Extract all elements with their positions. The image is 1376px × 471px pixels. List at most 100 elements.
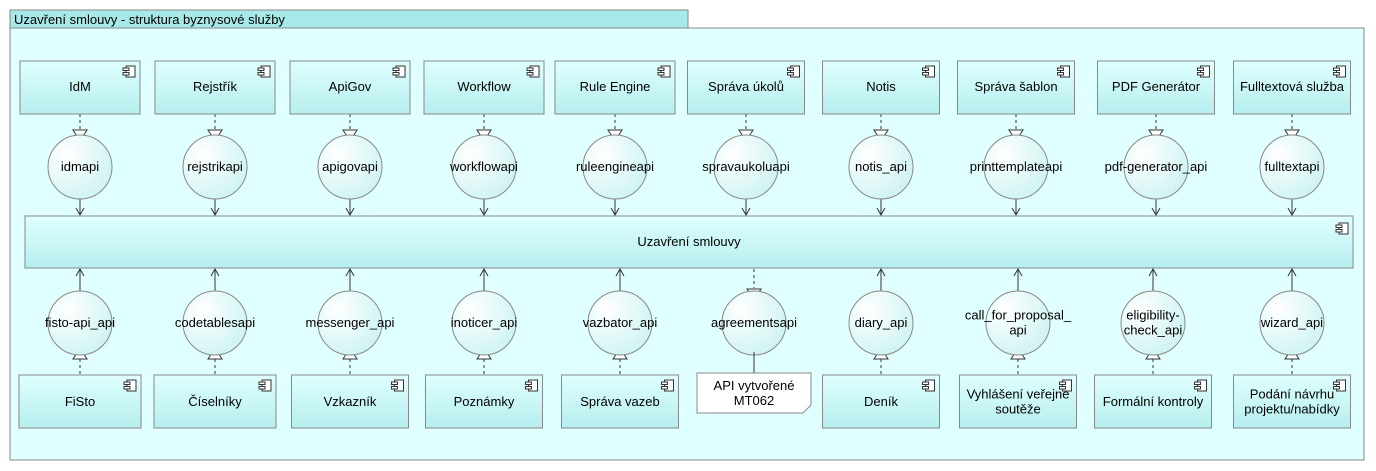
interface-circle[interactable]: rejstrikapi (182, 134, 248, 200)
component-label: Notis (866, 79, 896, 94)
interface-shape (713, 134, 779, 200)
component-rect (1233, 60, 1351, 115)
component-icon (1333, 379, 1346, 392)
interface-label: notis_api (855, 159, 907, 174)
component-label: ApiGov (329, 79, 372, 94)
component-icon (123, 379, 137, 392)
component-label: IdM (69, 79, 91, 94)
interface-circle[interactable]: fulltextapi (1259, 134, 1325, 200)
interface-circle[interactable]: ruleengineapi (576, 134, 654, 200)
component-box[interactable]: Správa vazeb (561, 374, 679, 429)
interface-circle[interactable]: fisto-api_api (45, 290, 115, 356)
dependency-arrowhead (210, 207, 220, 217)
dependency-arrowhead (1151, 207, 1161, 217)
central-label: Uzavření smlouvy (637, 234, 741, 249)
component-rect (554, 60, 676, 115)
component-icon (258, 379, 272, 392)
component-label: Číselníky (188, 394, 242, 409)
component-box[interactable]: Fulltextová služba (1233, 60, 1351, 115)
interface-circle[interactable]: wizard_api (1259, 290, 1325, 356)
component-label: PDF Generátor (1112, 79, 1201, 94)
interface-shape (182, 290, 248, 356)
component-icon (257, 65, 271, 78)
interface-circle[interactable]: messenger_api (306, 290, 395, 356)
dependency-arrowhead (1287, 267, 1297, 277)
interface-label: messenger_api (306, 315, 395, 330)
interface-circle[interactable]: diary_api (848, 290, 914, 356)
component-box[interactable]: Rule Engine (554, 60, 676, 115)
interface-label: printtemplateapi (970, 159, 1063, 174)
component-box[interactable]: Správa úkolů (687, 60, 805, 115)
component-rect (1097, 60, 1215, 115)
interface-circle[interactable]: notis_api (848, 134, 914, 200)
central-component[interactable]: Uzavření smlouvy (24, 215, 1354, 269)
component-label: Formální kontroly (1103, 394, 1204, 409)
component-label: Vzkazník (324, 394, 377, 409)
component-label: FiSto (65, 394, 95, 409)
interface-label: ruleengineapi (576, 159, 654, 174)
component-box[interactable]: Číselníky (153, 374, 277, 429)
dependency-arrowhead (610, 207, 620, 217)
dependency-arrowhead (345, 267, 355, 277)
interface-circle[interactable]: agreementsapi (711, 290, 797, 356)
interface-circle[interactable]: call_for_proposal_api (965, 290, 1072, 356)
interface-label: fulltextapi (1265, 159, 1320, 174)
component-box[interactable]: IdM (19, 60, 141, 115)
component-icon (392, 65, 406, 78)
component-box[interactable]: Rejstřík (154, 60, 276, 115)
interface-circle[interactable]: codetablesapi (175, 290, 255, 356)
component-label: Správa vazeb (580, 394, 660, 409)
frame-tab (9, 9, 689, 29)
interface-circle[interactable]: idmapi (47, 134, 113, 200)
component-icon (922, 65, 935, 78)
component-box[interactable]: Deník (822, 374, 940, 429)
component-box[interactable]: PDF Generátor (1097, 60, 1215, 115)
component-icon (661, 379, 674, 392)
interface-circle[interactable]: apigovapi (317, 134, 383, 200)
interface-label: rejstrikapi (187, 159, 243, 174)
interface-shape (47, 134, 113, 200)
component-label: Deník (864, 394, 898, 409)
component-rect (1094, 374, 1212, 429)
interface-label: wizard_api (1260, 315, 1323, 330)
interface-circle[interactable]: workflowapi (449, 134, 518, 200)
interface-shape (587, 290, 653, 356)
dependency-arrowhead (1011, 207, 1021, 217)
interface-label: fisto-api_api (45, 315, 115, 330)
interface-label: vazbator_api (583, 315, 658, 330)
component-box[interactable]: Workflow (423, 60, 545, 115)
interface-circle[interactable]: vazbator_api (583, 290, 658, 356)
component-rect (153, 374, 277, 429)
component-box[interactable]: Notis (822, 60, 940, 115)
component-box[interactable]: ApiGov (289, 60, 411, 115)
interface-circle[interactable]: spravaukoluapi (702, 134, 790, 200)
component-box[interactable]: Formální kontroly (1094, 374, 1212, 429)
interface-circle[interactable]: printtemplateapi (970, 134, 1063, 200)
interface-circle[interactable]: pdf-generator_api (1105, 134, 1208, 200)
interface-shape (983, 134, 1049, 200)
component-box[interactable]: FiSto (18, 374, 142, 429)
interface-label: diary_api (855, 315, 908, 330)
component-rect (291, 374, 409, 429)
component-icon (1194, 379, 1207, 392)
interface-circle[interactable]: inoticer_api (451, 290, 518, 356)
component-box[interactable]: Vzkazník (291, 374, 409, 429)
central-box (24, 215, 1354, 269)
component-rect (289, 60, 411, 115)
component-box[interactable]: Správa šablon (957, 60, 1075, 115)
top-row: IdM idmapi Rejstřík rejstrikapi ApiGov apigov… (19, 60, 1351, 200)
interface-circle[interactable]: eligibility-check_api (1120, 290, 1186, 356)
component-icon (1197, 65, 1210, 78)
component-label: Správa úkolů (708, 79, 784, 94)
dependency-arrowhead (1013, 267, 1023, 277)
note-box (696, 372, 812, 414)
component-box[interactable]: Poznámky (425, 374, 543, 429)
component-rect (822, 374, 940, 429)
interface-shape (1259, 134, 1325, 200)
component-rect (959, 374, 1077, 429)
